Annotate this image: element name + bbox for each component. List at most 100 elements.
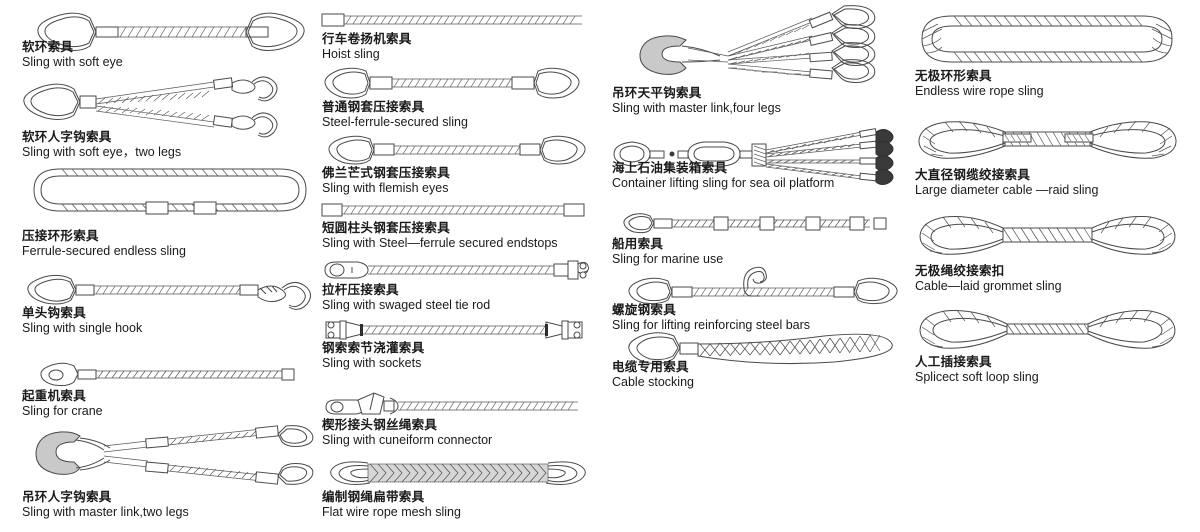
soft-eye-both-ends-icon — [37, 12, 305, 51]
marine-multi-ferrule-icon — [623, 213, 887, 234]
label-en: Sling with soft eye，two legs — [22, 145, 182, 159]
figure-sling-for-marine-use — [622, 212, 902, 236]
figure-sling-with-endstops — [321, 200, 592, 222]
caption-steel-ferrule-secured-sling: 普通钢套压接索具 Steel-ferrule-secured sling — [322, 99, 468, 130]
figure-sling-with-single-hook — [22, 272, 312, 310]
label-en: Endless wire rope sling — [915, 84, 1044, 98]
label-cn: 钢索索节浇灌索具 — [322, 340, 425, 355]
caption-splicect-soft-loop-sling: 人工插接索具 Splicect soft loop sling — [915, 354, 1039, 385]
cuneiform-connector-icon — [325, 392, 578, 415]
figure-sling-with-master-link-four-legs — [632, 4, 912, 88]
label-en: Sling with sockets — [322, 356, 422, 370]
label-en: Sling for crane — [22, 404, 103, 418]
label-en: Sling with flemish eyes — [322, 181, 449, 195]
label-en: Sling with master link,four legs — [612, 101, 781, 115]
flat-mesh-band-icon — [330, 461, 586, 485]
caption-sling-with-soft-eye-two-legs: 软环人字钩索具 Sling with soft eye，two legs — [22, 129, 182, 160]
label-cn: 海上石油集装箱索具 — [612, 160, 728, 175]
figure-sling-with-soft-eye-two-legs — [18, 73, 318, 138]
single-hook-icon — [27, 274, 311, 310]
label-en: Large diameter cable —raid sling — [915, 183, 1099, 197]
label-cn: 佛兰芒式钢套压接索具 — [322, 165, 451, 180]
label-en: Sling with soft eye — [22, 55, 123, 69]
label-cn: 船用索具 — [612, 236, 664, 251]
figure-container-lifting-sling — [612, 128, 902, 188]
figure-hoist-sling — [321, 10, 592, 30]
label-cn: 普通钢套压接索具 — [322, 99, 425, 114]
caption-sling-with-flemish-eyes: 佛兰芒式钢套压接索具 Sling with flemish eyes — [322, 165, 451, 196]
label-cn: 软环人字钩索具 — [22, 129, 112, 144]
label-en: Sling with master link,two legs — [22, 505, 189, 519]
master-link-four-legs-icon — [639, 5, 876, 83]
label-cn: 编制钢绳扁带索具 — [322, 489, 425, 504]
caption-flat-wire-rope-mesh-sling: 编制钢绳扁带索具 Flat wire rope mesh sling — [322, 489, 461, 520]
caption-sling-with-cuneiform-connector: 楔形接头钢丝绳索具 Sling with cuneiform connector — [322, 418, 493, 448]
label-en: Sling with cuneiform connector — [322, 433, 493, 447]
label-cn: 螺旋钢索具 — [612, 302, 677, 317]
label-en: Steel-ferrule-secured sling — [322, 115, 468, 129]
caption-large-diameter-cable-laid-sling: 大直径钢缆绞接索具 Large diameter cable —raid sli… — [915, 168, 1099, 198]
label-en: Container lifting sling for sea oil plat… — [612, 176, 835, 190]
label-en: Sling for marine use — [612, 252, 724, 266]
figure-sling-with-cuneiform-connector — [322, 392, 592, 420]
caption-sling-for-crane: 起重机索具 Sling for crane — [22, 388, 103, 419]
caption-cable-stocking: 电缆专用索具 Cable stocking — [612, 359, 694, 390]
figure-sling-with-flemish-eyes — [322, 134, 592, 166]
label-en: Splicect soft loop sling — [915, 370, 1039, 384]
label-en: Sling with swaged steel tie rod — [322, 298, 491, 312]
label-en: Cable stocking — [612, 375, 694, 389]
figure-sling-with-sockets — [322, 316, 592, 344]
label-cn: 软环索具 — [22, 39, 74, 54]
figure-sling-for-crane — [38, 360, 308, 390]
figure-flat-wire-rope-mesh-sling — [326, 455, 590, 491]
endless-grommet-oval-icon — [921, 15, 1173, 63]
label-cn: 人工插接索具 — [915, 354, 992, 369]
label-en: Sling with single hook — [22, 321, 143, 335]
caption-hoist-sling: 行车卷扬机索具 Hoist sling — [322, 31, 412, 62]
caption-sling-with-sockets: 钢索索节浇灌索具 Sling with sockets — [322, 340, 425, 371]
figure-sling-with-master-link-two-legs — [30, 424, 315, 486]
figure-ferrule-secured-endless-sling — [30, 163, 315, 225]
figure-sling-with-soft-eye — [18, 8, 313, 56]
hoist-plain-rope-icon — [321, 13, 582, 27]
caption-sling-with-soft-eye: 软环索具 Sling with soft eye — [22, 39, 123, 70]
figure-endless-wire-rope-sling — [920, 12, 1180, 66]
caption-sling-with-swaged-steel-tie-rod: 拉杆压接索具 Sling with swaged steel tie rod — [322, 283, 491, 313]
figure-cable-laid-grommet-sling — [915, 208, 1180, 264]
caption-sling-with-single-hook: 单头钩索具 Sling with single hook — [22, 305, 143, 336]
figure-cable-stocking — [624, 330, 904, 370]
sockets-both-ends-icon — [325, 320, 583, 340]
label-cn: 电缆专用索具 — [612, 359, 689, 374]
label-cn: 无极环形索具 — [915, 68, 992, 83]
label-cn: 吊环天平钩索具 — [612, 85, 702, 100]
caption-container-lifting-sling: 海上石油集装箱索具 Container lifting sling for se… — [612, 160, 835, 191]
figure-large-diameter-cable-laid-sling — [915, 110, 1180, 168]
figure-splicect-soft-loop-sling — [915, 300, 1180, 358]
endless-ferrule-loop-icon — [33, 168, 307, 215]
label-cn: 短圆柱头钢套压接索具 — [322, 220, 451, 235]
label-cn: 行车卷扬机索具 — [322, 31, 412, 46]
container-lifting-four-legs-icon — [613, 128, 894, 185]
caption-endless-wire-rope-sling: 无极环形索具 Endless wire rope sling — [915, 68, 1044, 99]
label-cn: 无极绳绞接索扣 — [915, 263, 1005, 278]
label-en: Ferrule-secured endless sling — [22, 244, 186, 258]
label-cn: 压接环形索具 — [22, 228, 99, 243]
crane-eye-plate-icon — [40, 362, 295, 387]
caption-sling-with-master-link-four-legs: 吊环天平钩索具 Sling with master link,four legs — [612, 85, 781, 116]
flemish-eyes-icon — [328, 135, 586, 165]
caption-cable-laid-grommet-sling: 无极绳绞接索扣 Cable—laid grommet sling — [915, 263, 1062, 294]
figure-sling-with-swaged-steel-tie-rod — [322, 258, 592, 284]
large-cable-laid-icon — [918, 120, 1177, 159]
label-en: Flat wire rope mesh sling — [322, 505, 461, 519]
figure-steel-ferrule-secured-sling — [322, 66, 592, 100]
hand-spliced-loop-icon — [919, 309, 1176, 349]
label-en: Hoist sling — [322, 47, 380, 61]
caption-sling-for-rebar: 螺旋钢索具 Sling for lifting reinforcing stee… — [612, 302, 810, 333]
grommet-spliced-icon — [919, 215, 1176, 255]
soft-eye-two-leg-hooks-icon — [23, 76, 278, 138]
label-cn: 单头钩索具 — [22, 305, 87, 320]
two-eye-ferrule-icon — [324, 67, 580, 99]
caption-sling-for-marine-use: 船用索具 Sling for marine use — [612, 236, 724, 267]
label-cn: 起重机索具 — [22, 388, 87, 403]
